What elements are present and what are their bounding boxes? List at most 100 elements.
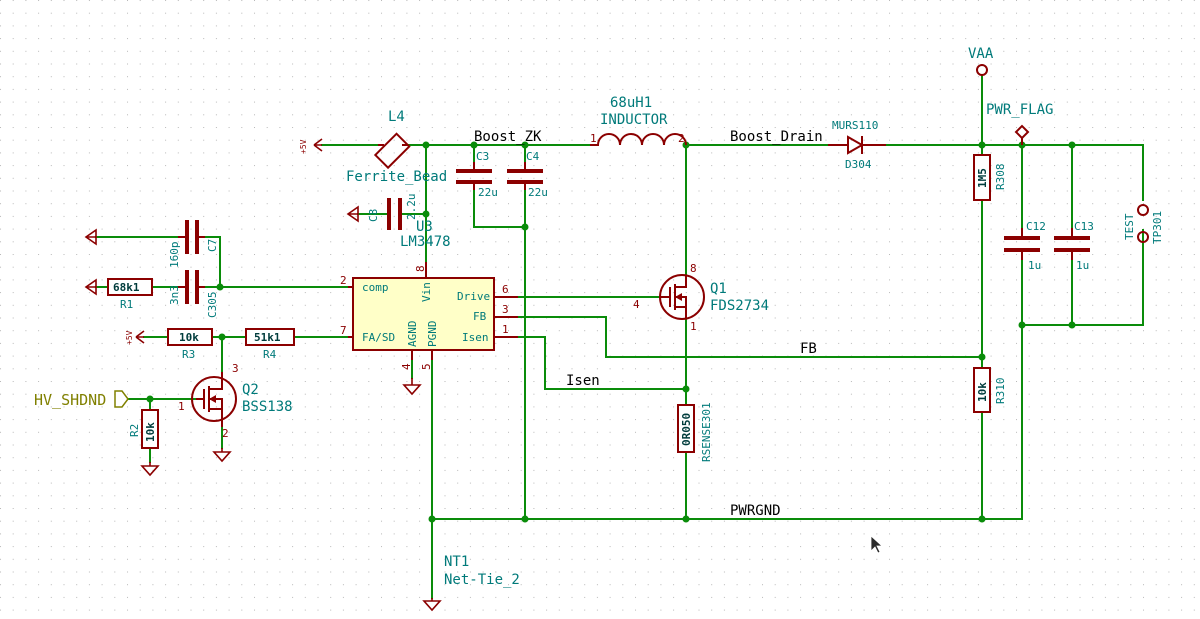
junction — [422, 141, 430, 149]
pwr-flag[interactable]: PWR_FLAG — [986, 102, 1053, 145]
resistor-r1[interactable]: 68k1 R1 — [107, 278, 153, 311]
u3-pin-pgnd-num: 5 — [420, 363, 433, 370]
u3-pin-pgnd: PGND — [426, 321, 439, 348]
junction — [978, 141, 986, 149]
q1-pin-gate: 4 — [633, 298, 640, 311]
resistor-rsense301[interactable]: 0R050 RSENSE301 — [677, 402, 713, 462]
r308-value: 1M5 — [976, 168, 989, 188]
capacitor-c305[interactable]: 3n3 C305 — [168, 270, 219, 318]
c13-ref: C13 — [1074, 220, 1094, 233]
mosfet-q1[interactable]: 4 8 1 Q1 FDS2734 — [633, 262, 769, 333]
u3-pin-isen: Isen — [462, 331, 489, 344]
capacitor-c7[interactable]: 160p C7 — [168, 220, 219, 268]
junction — [146, 395, 154, 403]
u3-pin-drive: Drive — [457, 290, 490, 303]
ground-symbol-r2[interactable] — [140, 462, 160, 477]
resistor-r3[interactable]: 10k R3 — [167, 328, 213, 361]
d304-value: MURS110 — [832, 119, 878, 132]
u3-pin-isen-num: 1 — [502, 323, 509, 336]
net-label-isen[interactable]: Isen — [566, 373, 600, 389]
net-label-boost-zk[interactable]: Boost_ZK — [474, 129, 542, 145]
u3-pin-drive-num: 6 — [502, 283, 509, 296]
ferrite-bead-l4[interactable]: L4 Ferrite_Bead — [346, 109, 447, 185]
power-port-vaa[interactable]: VAA — [968, 46, 994, 76]
u3-value: LM3478 — [400, 234, 451, 250]
c8-ref: C8 — [367, 209, 380, 222]
inductor-value: INDUCTOR — [600, 112, 668, 128]
resistor-r2[interactable]: 10k R2 — [128, 409, 159, 449]
ground-symbol-c8[interactable] — [346, 205, 359, 223]
mosfet-q2[interactable]: 1 3 2 Q2 BSS138 — [178, 362, 293, 440]
wire-tp-return[interactable] — [1021, 229, 1144, 326]
net-label-pwrgnd[interactable]: PWRGND — [730, 503, 781, 519]
wire-diode-to-output[interactable] — [885, 144, 1144, 201]
l4-ref: L4 — [388, 109, 405, 125]
wire-isen[interactable] — [517, 336, 687, 390]
junction — [682, 515, 690, 523]
u3-pin-comp: comp — [362, 281, 389, 294]
ic-u3[interactable]: U3 LM3478 comp 2 FA/SD 7 Vin 8 Drive 6 F… — [340, 219, 518, 370]
pwr-flag-label: PWR_FLAG — [986, 102, 1053, 118]
junction — [1068, 141, 1076, 149]
tp301-value: TEST — [1123, 213, 1136, 240]
ground-symbol-pgnd[interactable] — [422, 598, 442, 612]
q1-ref: Q1 — [710, 281, 727, 297]
inductor-68uh1[interactable]: 1 2 68uH1 INDUCTOR — [590, 95, 687, 146]
resistor-r310[interactable]: 10k R310 — [973, 367, 1007, 413]
r3-ref: R3 — [182, 348, 195, 361]
capacitor-c13[interactable]: C13 1u — [1054, 220, 1094, 272]
q1-pin-source: 1 — [690, 320, 697, 333]
rsense-ref: RSENSE301 — [700, 402, 713, 462]
wire-comp[interactable] — [204, 236, 349, 288]
d304-ref: D304 — [845, 158, 872, 171]
resistor-r4[interactable]: 51k1 R4 — [245, 328, 295, 361]
q2-pin-source: 2 — [222, 427, 229, 440]
capacitor-c12[interactable]: C12 1u — [1004, 220, 1046, 272]
junction — [1068, 321, 1076, 329]
u3-pin-agnd: AGND — [406, 321, 419, 348]
junctions — [146, 141, 1076, 523]
net-label-fb[interactable]: FB — [800, 341, 817, 357]
c8-value: 2.2u — [405, 194, 418, 221]
net-label-boost-drain[interactable]: Boost_Drain — [730, 129, 823, 145]
r310-ref: R310 — [994, 378, 1007, 405]
ground-symbol-q2[interactable] — [212, 448, 232, 463]
diode-d304[interactable]: MURS110 D304 — [828, 119, 886, 171]
l4-value: Ferrite_Bead — [346, 169, 447, 185]
r310-value: 10k — [976, 382, 989, 402]
junction — [216, 283, 224, 291]
ground-symbol-c7[interactable] — [84, 228, 97, 246]
junction — [978, 515, 986, 523]
power-5v-left[interactable]: +5V — [125, 330, 145, 345]
wire-fb[interactable] — [517, 316, 983, 358]
q2-pin-gate: 1 — [178, 400, 185, 413]
c12-value: 1u — [1028, 259, 1041, 272]
u3-ref: U3 — [416, 219, 433, 235]
c4-ref: C4 — [526, 150, 540, 163]
capacitor-c4[interactable]: C4 22u — [507, 150, 548, 199]
q1-pin-drain: 8 — [690, 262, 697, 275]
u3-pin-fasd-num: 7 — [340, 324, 347, 337]
inductor-ref: 68uH1 — [610, 95, 652, 111]
junction — [470, 141, 478, 149]
capacitor-c8[interactable]: C8 2.2u — [367, 194, 418, 231]
power-5v-top[interactable]: +5V — [299, 138, 323, 154]
u3-pin-vin: Vin — [420, 282, 433, 302]
power-5v-label: +5V — [125, 330, 134, 345]
ground-symbol-agnd[interactable] — [402, 378, 422, 396]
global-label-hv-shdnd[interactable]: HV_SHDND — [34, 390, 129, 409]
wire-c3-c4-bottom[interactable] — [473, 144, 526, 520]
capacitor-c3[interactable]: C3 22u — [456, 150, 498, 199]
net-tie-nt1[interactable]: NT1 Net-Tie_2 — [431, 554, 520, 588]
nt1-value: Net-Tie_2 — [444, 572, 520, 588]
q1-value: FDS2734 — [710, 298, 769, 314]
c4-value: 22u — [528, 186, 548, 199]
ground-symbol-r1[interactable] — [84, 278, 97, 296]
testpoint-tp301[interactable]: TEST TP301 — [1123, 204, 1164, 244]
r2-value: 10k — [144, 422, 157, 442]
junction — [978, 353, 986, 361]
resistor-r308[interactable]: 1M5 R308 — [973, 154, 1007, 201]
q2-value: BSS138 — [242, 399, 293, 415]
junction — [682, 385, 690, 393]
